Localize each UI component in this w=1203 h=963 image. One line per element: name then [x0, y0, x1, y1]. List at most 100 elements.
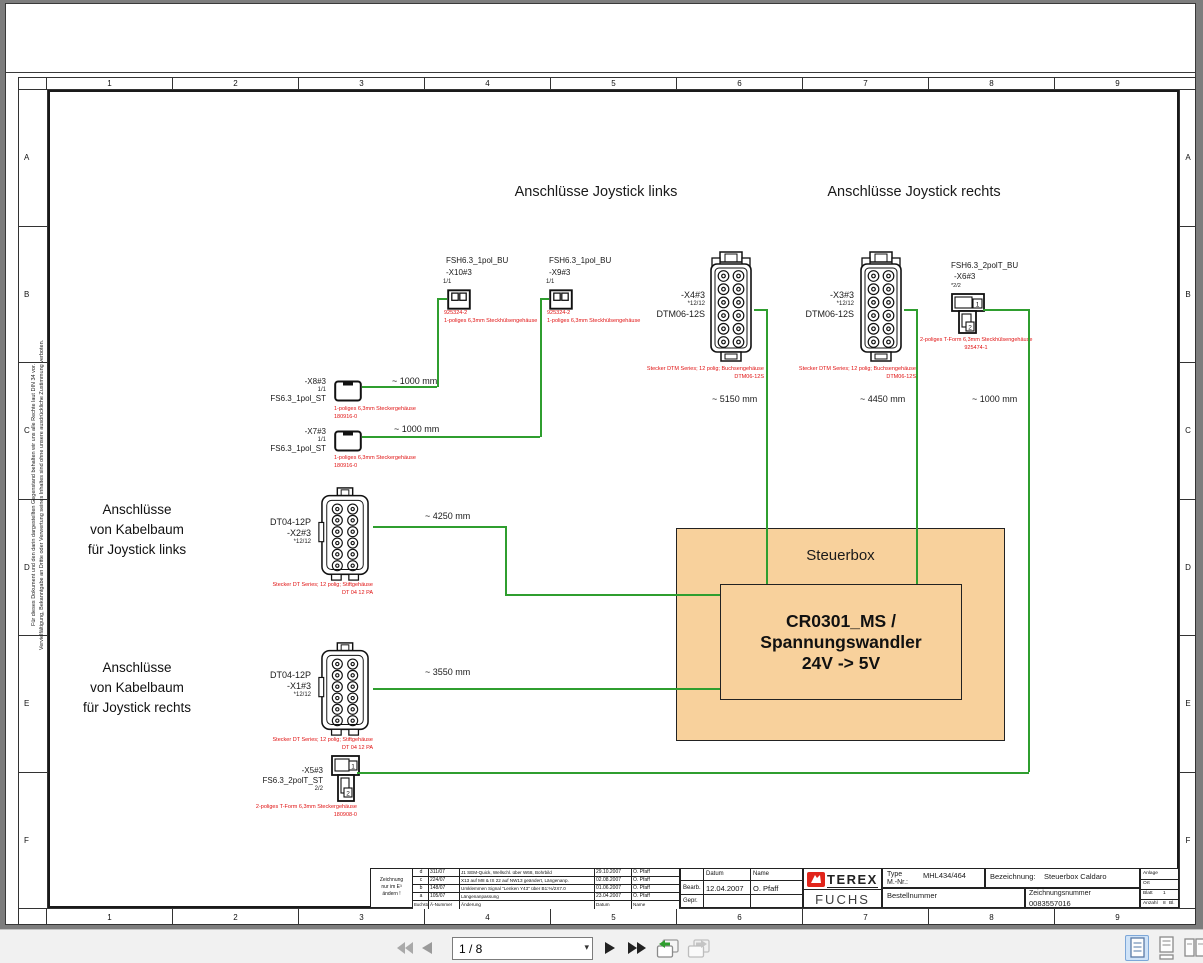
- connector-type-label: DTM06-12S: [805, 309, 854, 319]
- grid-row-label: B: [18, 227, 47, 363]
- connector-x8-symbol: [334, 380, 362, 402]
- page-number-input[interactable]: [455, 939, 577, 958]
- zeichnungsnummer-label: Zeichnungsnummer: [1029, 890, 1091, 897]
- connector-part-label: 925324-2: [547, 310, 571, 316]
- connector-pins-label: *12/12: [293, 539, 311, 545]
- din-copyright-notice: Für dieses Dokument und den darin darges…: [30, 275, 46, 715]
- continuous-view-button[interactable]: [1154, 935, 1178, 961]
- brand-cell: TEREX FUCHS: [803, 868, 882, 908]
- harness-label-line: für Joystick links: [87, 542, 187, 557]
- zeichnungsnummer-value: 0083557016: [1029, 899, 1071, 908]
- connector-pins-label: *12/12: [293, 692, 311, 698]
- grid-column-label: 1: [46, 909, 172, 925]
- wire-x1-steuerbox: [373, 688, 720, 690]
- connector-type-label: FSH6.3_1pol_BU: [549, 256, 612, 265]
- connector-desc-label: 1-poliges 6,3mm Steckhülsengehäuse: [444, 318, 538, 324]
- wire-x4-steuerbox: [754, 309, 766, 311]
- connector-ref-label: -X6#3: [954, 272, 976, 281]
- next-view-button[interactable]: [687, 938, 710, 959]
- brand-bottom-label: FUCHS: [815, 892, 870, 907]
- wire-x2-steuerbox: [373, 526, 505, 528]
- next-page-button[interactable]: [604, 941, 616, 955]
- wire-x8-x10: [437, 298, 439, 387]
- connector-pins-label: *2/2: [951, 283, 961, 289]
- facing-pages-icon: [1184, 938, 1203, 957]
- sheet-top-divider: [5, 72, 1196, 73]
- grid-row-label: B: [1180, 227, 1196, 363]
- previous-view-button[interactable]: [656, 938, 679, 959]
- connector-pins-label: 2/2: [314, 786, 323, 792]
- connector-part-label: 925324-2: [444, 310, 468, 316]
- connector-x3-symbol: [860, 251, 902, 362]
- grid-column-label: 3: [298, 909, 424, 925]
- facing-pages-view-button[interactable]: [1183, 935, 1203, 961]
- wire-x4-steuerbox: [766, 309, 768, 584]
- grid-row-label: A: [18, 90, 47, 227]
- wire-length-label: ~ 3550 mm: [425, 667, 471, 677]
- revision-note-line: Zeichnung: [379, 877, 404, 883]
- connector-ref-label: -X4#3: [680, 290, 705, 300]
- revision-row: d 311/07 J1 SEM-Quick, Wellschl. über W6…: [413, 869, 679, 877]
- wire-x8-x10: [437, 298, 447, 300]
- harness-label-line: von Kabelbaum: [90, 680, 184, 695]
- connector-ref-label: -X3#3: [829, 290, 854, 300]
- harness-label-links: Anschlüsse von Kabelbaum für Joystick li…: [57, 500, 217, 560]
- bezeichnung-value: Steuerbox Caldaro: [1044, 872, 1107, 881]
- grid-column-label: 2: [172, 909, 298, 925]
- grid-column-label: 6: [676, 77, 802, 89]
- previous-page-button[interactable]: [421, 941, 433, 955]
- wire-length-label: ~ 1000 mm: [392, 376, 438, 386]
- grid-column-label: 4: [424, 77, 550, 89]
- grid-row-label: E: [1180, 636, 1196, 773]
- revision-table: d 311/07 J1 SEM-Quick, Wellschl. über W6…: [412, 868, 680, 909]
- connector-desc-label: Stecker DT Series; 12 polig; Stiftgehäus…: [272, 582, 373, 588]
- revision-row: c 224/07 X13 auf M8 & IS 22 auf NW13 geä…: [413, 877, 679, 885]
- connector-desc-label: Stecker DT Series; 12 polig; Stiftgehäus…: [272, 737, 373, 743]
- last-page-button[interactable]: [628, 941, 647, 955]
- ort-label: Ort: [1143, 881, 1150, 886]
- connector-x7-symbol: [334, 430, 362, 452]
- mnr-label: M.-Nr.:: [887, 879, 908, 886]
- viewer-toolbar: ▾: [0, 929, 1203, 963]
- revision-note-line: nur im E³: [381, 884, 402, 890]
- terex-logo-icon: [807, 872, 825, 887]
- previous-view-icon: [656, 939, 679, 958]
- connector-x2-symbol: [318, 487, 369, 581]
- heading-joystick-links: Anschlüsse Joystick links: [514, 184, 678, 200]
- single-page-icon: [1130, 937, 1145, 958]
- connector-part-label: 925474-1: [964, 345, 988, 351]
- harness-label-line: für Joystick rechts: [82, 700, 192, 715]
- page-number-combobox[interactable]: ▾: [452, 937, 593, 960]
- grid-row-label: D: [18, 500, 47, 636]
- grid-row-label: F: [24, 835, 29, 845]
- connector-part-label: DT 04 12 PA: [342, 590, 373, 596]
- approval-bearb-label: Bearb.: [681, 881, 704, 895]
- bezeichnung-cell: Bezeichnung: Steuerbox Caldaro: [985, 868, 1140, 888]
- connector-x5-symbol: 1 2: [331, 755, 360, 802]
- page-dropdown-caret[interactable]: ▾: [584, 942, 589, 952]
- first-page-button[interactable]: [397, 941, 414, 955]
- single-page-view-button[interactable]: [1125, 935, 1149, 961]
- next-page-icon: [605, 942, 615, 954]
- wire-x3-steuerbox: [904, 309, 916, 311]
- connector-part-label: DT 04 12 PA: [342, 745, 373, 751]
- connector-desc-label: 2-poliges T-Form 6,3mm Steckergehäuse: [255, 804, 357, 810]
- pdf-page: [5, 3, 1196, 925]
- grid-column-label: 1: [46, 77, 172, 89]
- connector-type-label: DT04-12P: [269, 670, 311, 680]
- grid-column-label: 9: [1054, 77, 1180, 89]
- anlage-label: Anlage: [1143, 871, 1158, 876]
- type-label: Type: [887, 871, 903, 878]
- drawing-area-border: [48, 90, 1179, 908]
- connector-desc-label: Stecker DTM Series; 12 polig; Buchsengeh…: [646, 366, 764, 372]
- approval-gepr-label: Gepr.: [681, 895, 704, 907]
- last-page-icon: [628, 942, 646, 954]
- bestellnummer-cell: Bestellnummer: [882, 888, 1025, 908]
- connector-type-label: DT04-12P: [269, 517, 311, 527]
- bestellnummer-label: Bestellnummer: [887, 891, 938, 900]
- wire-x3-steuerbox: [916, 309, 918, 584]
- connector-pins-label: 1/1: [317, 387, 326, 393]
- connector-desc-label: 2-poliges T-Form 6,3mm Steckhülsengehäus…: [920, 337, 1033, 343]
- column-ruler-top: 1 2 3 4 5 6 7 8 9: [18, 77, 1196, 90]
- wire-length-label: ~ 4250 mm: [425, 511, 471, 521]
